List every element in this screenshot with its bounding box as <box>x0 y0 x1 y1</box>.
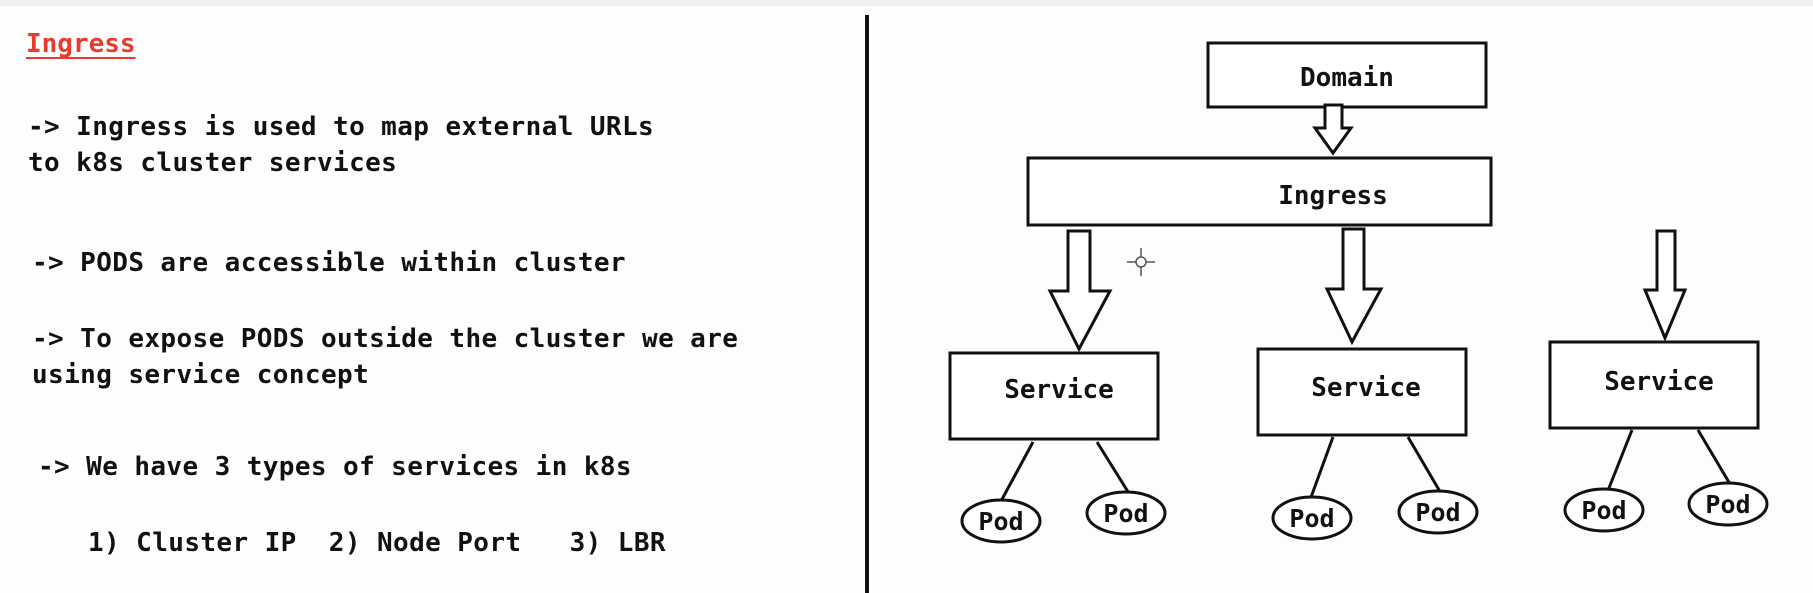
svg-text:Pod: Pod <box>1581 496 1626 525</box>
note-line-5: using service concept <box>32 360 370 390</box>
arrow-ingress-to-service-1 <box>1047 229 1113 353</box>
note-line-4: -> To expose PODS outside the cluster we… <box>32 324 739 354</box>
svg-text:Pod: Pod <box>1415 498 1460 527</box>
domain-node: Domain <box>1206 41 1488 109</box>
crosshair-cursor-icon <box>1127 248 1155 276</box>
domain-label: Domain <box>1300 63 1394 93</box>
note-line-2: to k8s cluster services <box>28 148 398 178</box>
note-line-1: -> Ingress is used to map external URLs <box>28 112 655 142</box>
pod-1b: Pod <box>1085 490 1167 536</box>
notes-title: Ingress <box>26 29 136 59</box>
svg-text:Pod: Pod <box>1705 490 1750 519</box>
ingress-node: Ingress <box>1026 156 1493 227</box>
service-2-label: Service <box>1311 373 1421 403</box>
service-3-label: Service <box>1604 367 1714 397</box>
note-line-6: -> We have 3 types of services in k8s <box>38 452 632 482</box>
pod-2b: Pod <box>1397 489 1479 535</box>
svg-text:Pod: Pod <box>1289 504 1334 533</box>
vertical-divider <box>865 15 869 593</box>
arrow-ingress-to-service-2 <box>1324 227 1384 346</box>
service-1-label: Service <box>1004 375 1114 405</box>
service-node-2: Service <box>1256 347 1468 437</box>
arrow-domain-to-ingress <box>1312 103 1354 156</box>
note-line-3: -> PODS are accessible within cluster <box>32 248 626 278</box>
arrow-ingress-to-service-3 <box>1642 229 1688 342</box>
note-line-7: 1) Cluster IP 2) Node Port 3) LBR <box>88 528 666 558</box>
pod-2a: Pod <box>1271 495 1353 541</box>
pod-1a: Pod <box>960 498 1042 544</box>
service-node-1: Service <box>948 351 1160 441</box>
service-node-3: Service <box>1548 340 1760 430</box>
ingress-label: Ingress <box>1278 181 1388 211</box>
svg-text:Pod: Pod <box>978 507 1023 536</box>
svg-text:Pod: Pod <box>1103 499 1148 528</box>
top-strip <box>0 0 1813 6</box>
pod-3a: Pod <box>1563 487 1645 533</box>
pod-3b: Pod <box>1687 481 1769 527</box>
